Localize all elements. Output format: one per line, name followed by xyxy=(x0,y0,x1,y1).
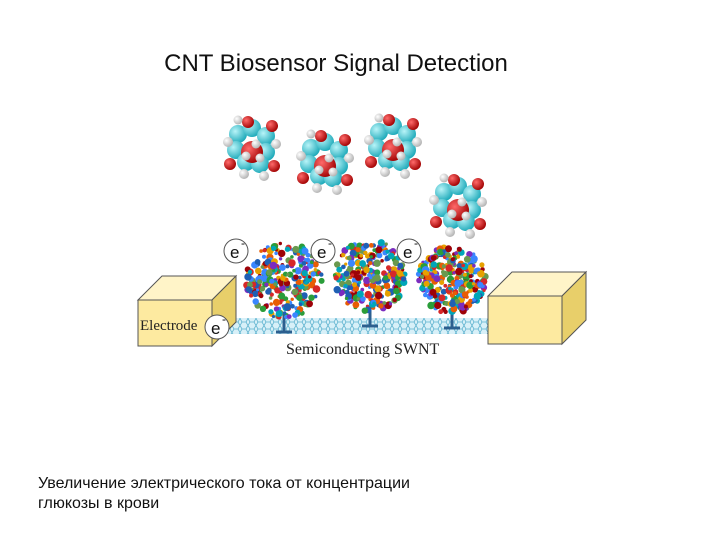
electron-charge: - xyxy=(241,236,245,250)
enzyme-cluster xyxy=(415,244,489,330)
electron-charge: - xyxy=(222,312,226,326)
diagram-title: CNT Biosensor Signal Detection xyxy=(164,50,508,77)
electron-badge: e - xyxy=(204,312,230,340)
glucose-molecules xyxy=(223,113,487,239)
enzyme-clusters xyxy=(243,239,489,334)
electron-label: e xyxy=(317,243,326,262)
electron-charge: - xyxy=(414,236,418,250)
electron-charge: - xyxy=(328,236,332,250)
swnt-label: Semiconducting SWNT xyxy=(286,341,440,358)
electron-badge: e - xyxy=(310,236,336,264)
electron-label: e xyxy=(403,243,412,262)
caption-line-2: глюкозы в крови xyxy=(38,495,160,512)
glucose-molecule xyxy=(429,173,487,239)
caption-line-1: Увеличение электрического тока от концен… xyxy=(38,475,410,492)
glucose-molecule xyxy=(296,129,354,195)
electron-badge: e - xyxy=(223,236,249,264)
enzyme-cluster xyxy=(332,239,408,328)
glucose-molecule xyxy=(364,113,422,179)
caption: Увеличение электрического тока от концен… xyxy=(38,474,638,514)
electrode-label: Electrode xyxy=(140,318,198,334)
enzyme-cluster xyxy=(243,241,325,334)
glucose-molecule xyxy=(223,115,281,181)
swnt-nanotube xyxy=(200,318,500,334)
electron-badge: e - xyxy=(396,236,422,264)
left-electrode xyxy=(136,274,238,348)
right-electrode xyxy=(486,270,588,346)
electron-label: e xyxy=(230,243,239,262)
electron-label: e xyxy=(211,319,220,338)
